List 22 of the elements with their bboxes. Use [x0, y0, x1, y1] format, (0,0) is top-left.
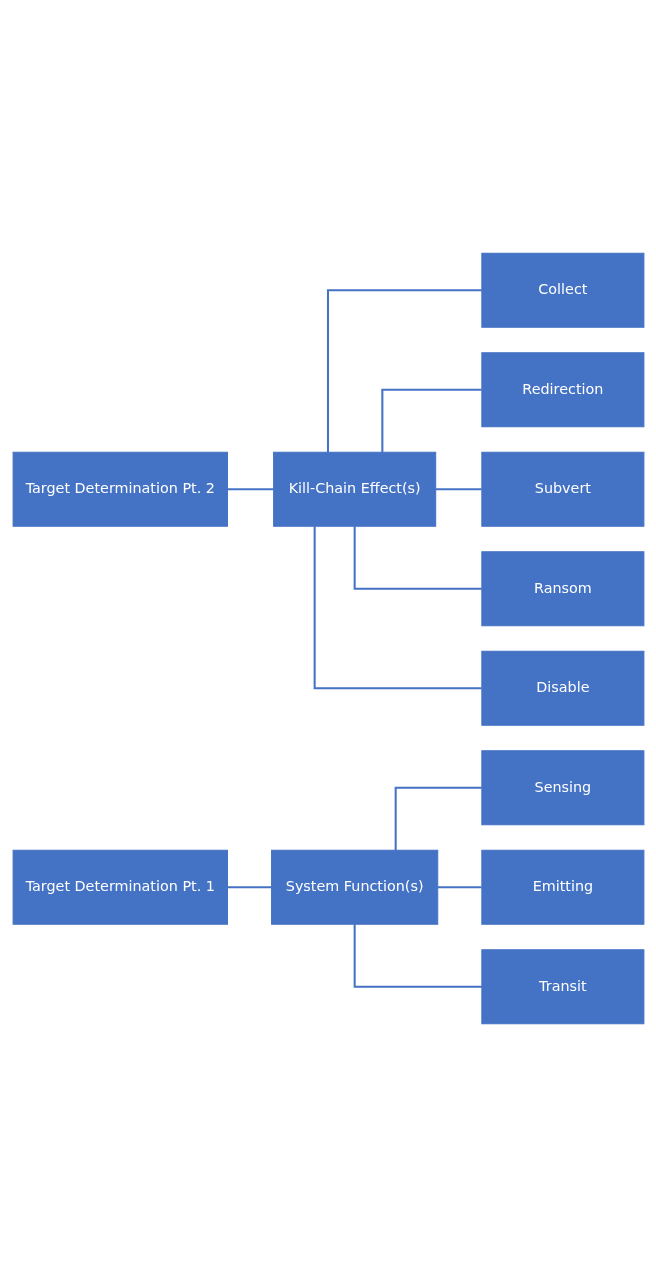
connector [437, 886, 481, 889]
connector [227, 886, 271, 889]
connector [394, 786, 482, 851]
node-box: Ransom [480, 551, 644, 627]
node-box: Sensing [480, 750, 644, 826]
connector [353, 924, 482, 988]
node-box: Kill-Chain Effect(s) [272, 451, 436, 527]
node-box: Collect [480, 252, 644, 328]
connector [353, 526, 482, 590]
connector [435, 488, 482, 491]
node-box: System Function(s) [270, 849, 438, 925]
connector [326, 289, 482, 453]
connector [380, 388, 482, 453]
node-box: Subvert [480, 451, 644, 527]
node-box: Redirection [480, 352, 644, 428]
node-box: Transit [480, 949, 644, 1025]
node-box: Target Determination Pt. 1 [12, 849, 228, 925]
node-box: Emitting [480, 849, 644, 925]
connector [313, 526, 482, 690]
node-box: Disable [480, 650, 644, 726]
node-box: Target Determination Pt. 2 [12, 451, 228, 527]
connector [227, 488, 273, 491]
